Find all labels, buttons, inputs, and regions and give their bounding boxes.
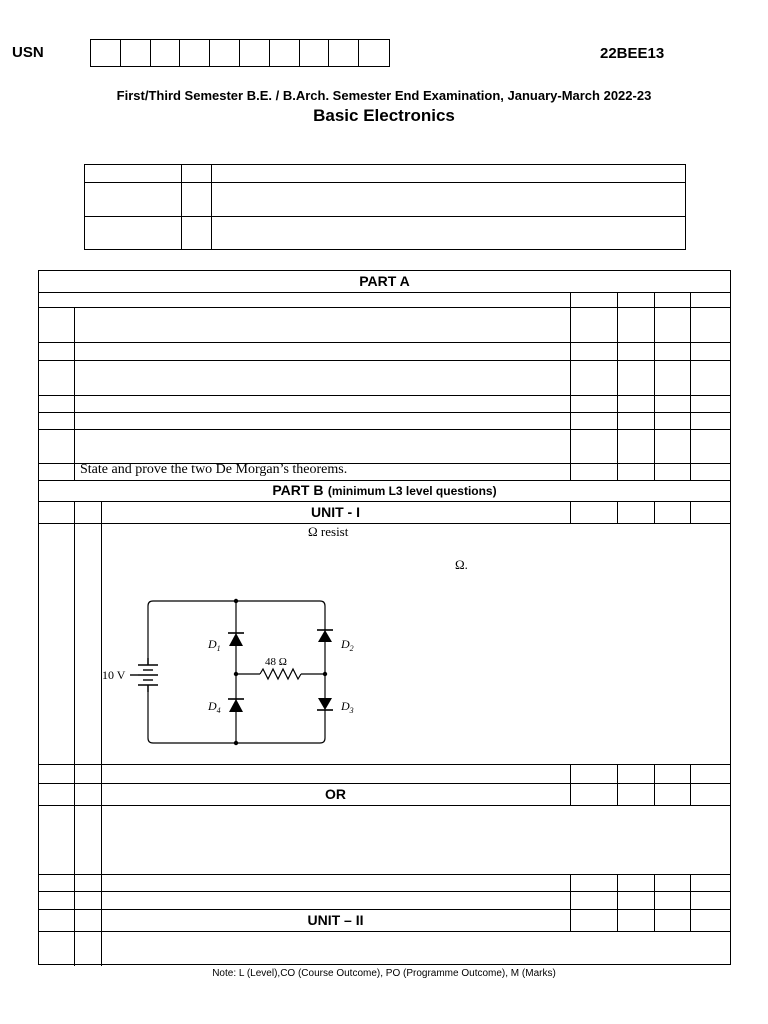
question-de-morgan: State and prove the two De Morgan’s theo…: [80, 462, 348, 477]
usn-box[interactable]: [359, 40, 389, 66]
diode-d1-icon: [228, 632, 244, 646]
usn-box[interactable]: [300, 40, 330, 66]
exam-info-table: [84, 164, 686, 250]
usn-box[interactable]: [329, 40, 360, 66]
usn-box[interactable]: [180, 40, 211, 66]
battery-icon: [130, 658, 158, 692]
part-b-heading: PART B (minimum L3 level questions): [39, 482, 730, 500]
diode-d4-icon: [228, 698, 244, 712]
usn-box[interactable]: [270, 40, 300, 66]
unit-1-title: UNIT - I: [311, 504, 360, 520]
footer-note: Note: L (Level),CO (Course Outcome), PO …: [212, 968, 556, 979]
part-b-title: PART B: [272, 482, 324, 498]
usn-box[interactable]: [91, 40, 121, 66]
question-table: PART A State and prove the two De Morgan…: [38, 270, 731, 966]
diode-d2-icon: [317, 629, 333, 642]
resistor-label: 48 Ω: [265, 656, 287, 668]
part-b-subtitle: (minimum L3 level questions): [327, 484, 497, 498]
usn-boxes: [90, 39, 390, 67]
or-label: OR: [325, 786, 346, 802]
unit-2-title: UNIT – II: [307, 912, 364, 928]
question-fragment-ohm: Ω.: [455, 557, 468, 572]
bridge-rectifier-circuit: 10 V 48 Ω D1 D4 D2 D3: [102, 598, 354, 746]
diode-d3-icon: [317, 698, 333, 711]
usn-box[interactable]: [151, 40, 181, 66]
d3-label: D3: [340, 699, 354, 715]
resistor-icon: [236, 667, 325, 681]
exam-title: First/Third Semester B.E. / B.Arch. Seme…: [116, 88, 652, 103]
usn-box[interactable]: [210, 40, 240, 66]
usn-box[interactable]: [240, 40, 270, 66]
source-label: 10 V: [102, 668, 126, 682]
usn-box[interactable]: [121, 40, 151, 66]
question-fragment-resist: Ω resist: [308, 524, 349, 539]
d4-label: D4: [207, 699, 221, 715]
usn-label: USN: [12, 44, 44, 61]
part-a-title: PART A: [359, 273, 410, 289]
subject-title: Basic Electronics: [313, 106, 455, 125]
course-code: 22BEE13: [600, 45, 665, 62]
d1-label: D1: [207, 637, 221, 653]
d2-label: D2: [340, 637, 354, 653]
